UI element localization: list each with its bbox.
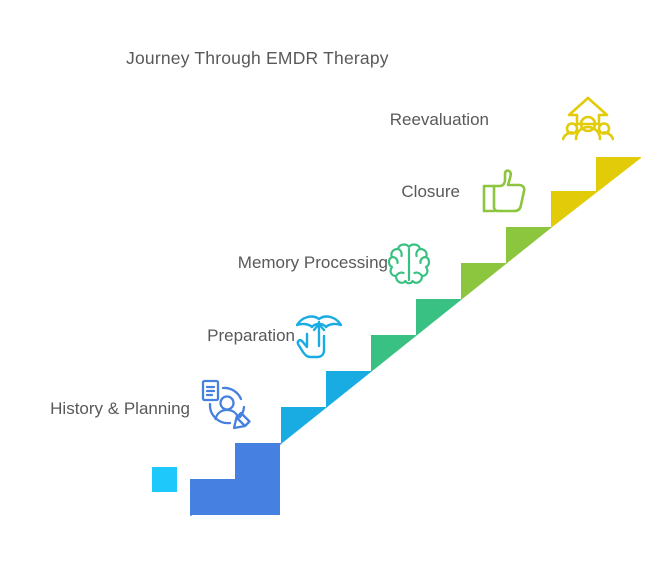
thumbs-up-icon xyxy=(480,168,528,214)
start-marker-square xyxy=(152,467,177,492)
stair-block-memory-processing[interactable] xyxy=(371,299,461,372)
stage-label-history-planning: History & Planning xyxy=(50,399,190,418)
stair-block-closure[interactable] xyxy=(461,227,551,300)
stage-label-memory-processing: Memory Processing xyxy=(237,253,388,272)
person-document-pencil-icon xyxy=(200,379,254,431)
stage-label-closure: Closure xyxy=(401,182,460,201)
stage-label-preparation: Preparation xyxy=(207,326,295,345)
stage-label-reevaluation: Reevaluation xyxy=(389,110,489,129)
hand-umbrella-icon xyxy=(294,310,344,360)
stair-block-history-planning-fill xyxy=(190,443,281,516)
stair-block-preparation[interactable] xyxy=(281,371,371,444)
page-title: Journey Through EMDR Therapy xyxy=(126,48,389,68)
brain-icon xyxy=(385,240,433,288)
stair-block-reevaluation[interactable] xyxy=(551,157,641,228)
group-arrow-up-icon xyxy=(562,93,614,143)
